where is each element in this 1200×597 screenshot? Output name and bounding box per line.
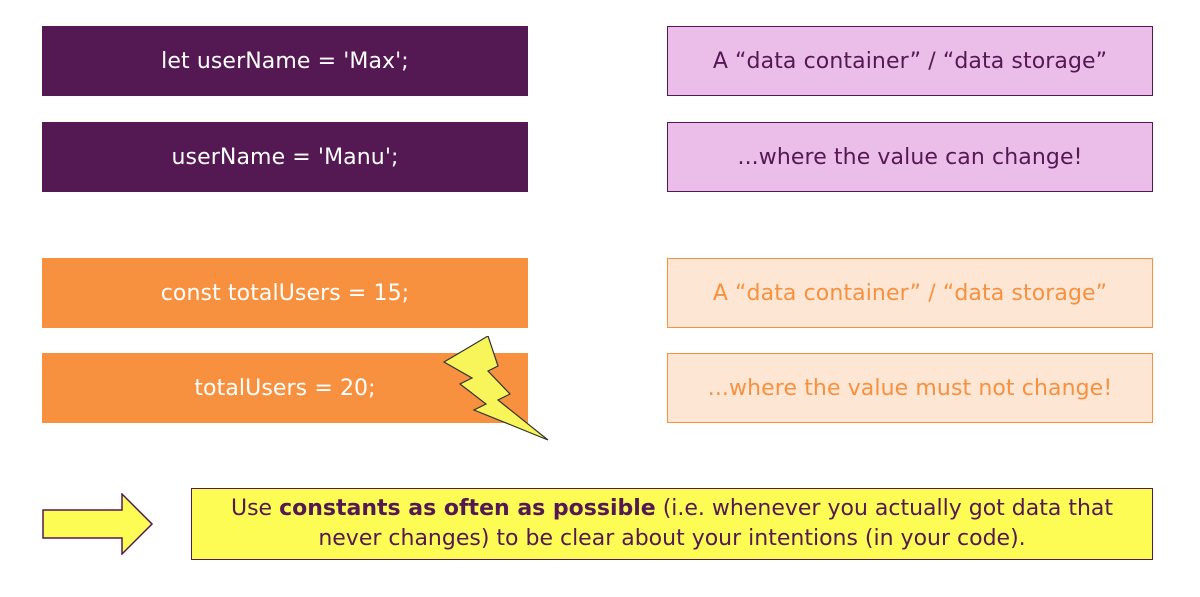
const-reassignment-box: totalUsers = 20; (42, 353, 528, 423)
takeaway-note-line-2: never changes) to be clear about your in… (318, 526, 1026, 551)
lightning-bolt-icon (442, 336, 549, 441)
constant-description-box: A “data container” / “data storage” (667, 258, 1153, 328)
note-suffix: (i.e. whenever you actually got data tha… (655, 496, 1114, 521)
takeaway-note: Use constants as often as possible (i.e.… (191, 488, 1153, 560)
note-prefix: Use (230, 496, 280, 521)
variable-description-box: A “data container” / “data storage” (667, 26, 1153, 96)
const-declaration-box: const totalUsers = 15; (42, 258, 528, 328)
let-reassignment-box: userName = 'Manu'; (42, 122, 528, 192)
variable-change-description-text: ...where the value can change! (737, 144, 1083, 170)
variable-description-text: A “data container” / “data storage” (712, 48, 1108, 74)
let-declaration-box: let userName = 'Max'; (42, 26, 528, 96)
constant-change-description-text: ...where the value must not change! (707, 375, 1113, 401)
let-declaration-code: let userName = 'Max'; (161, 48, 409, 74)
right-arrow-icon (42, 493, 154, 555)
constant-description-text: A “data container” / “data storage” (712, 280, 1108, 306)
variable-change-description-box: ...where the value can change! (667, 122, 1153, 192)
const-declaration-code: const totalUsers = 15; (160, 280, 410, 306)
note-emphasis: constants as often as possible (279, 496, 656, 521)
const-reassignment-code: totalUsers = 20; (194, 375, 376, 401)
constant-change-description-box: ...where the value must not change! (667, 353, 1153, 423)
let-reassignment-code: userName = 'Manu'; (171, 144, 399, 170)
takeaway-note-line-1: Use constants as often as possible (i.e.… (231, 494, 1113, 524)
